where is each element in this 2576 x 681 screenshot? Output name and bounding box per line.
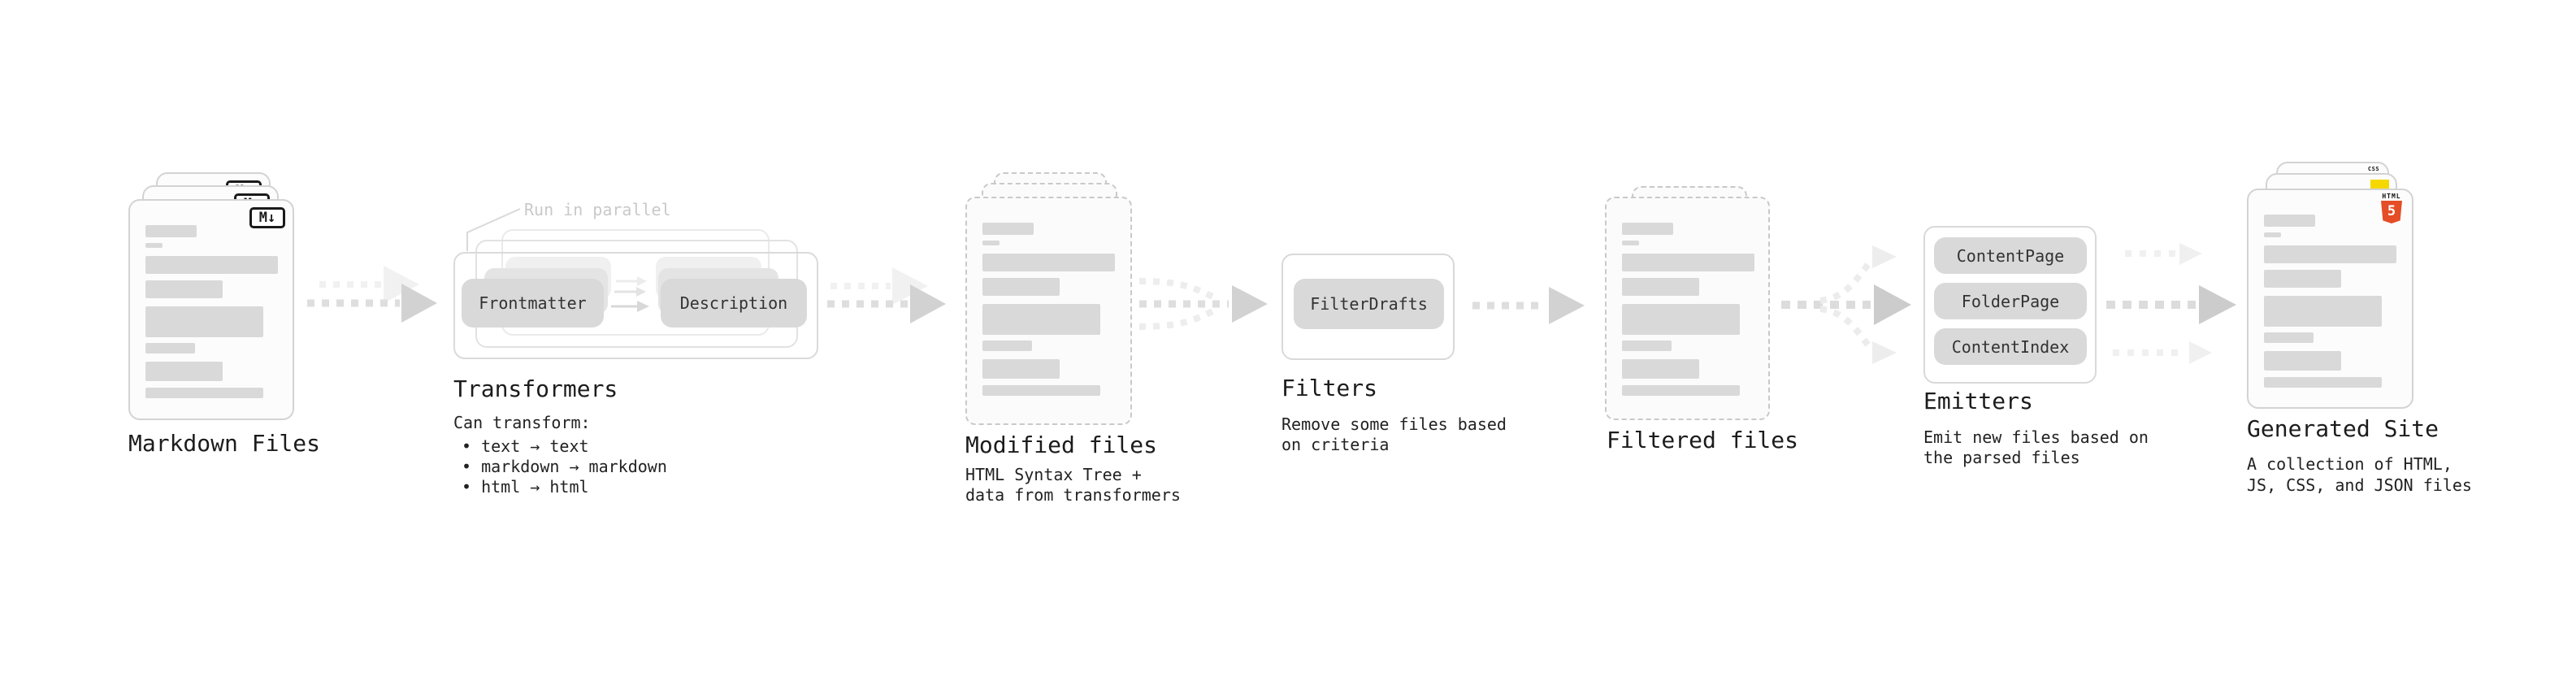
desc-bullet: • html → html <box>462 477 589 497</box>
placeholder-bar <box>1622 241 1639 245</box>
placeholder-bar <box>1622 304 1740 335</box>
placeholder-bar <box>982 359 1060 379</box>
stage-description: Emit new files based on the parsed files <box>1923 427 2149 468</box>
transformer-pill-arrows <box>611 276 649 312</box>
stage-description: A collection of HTML, JS, CSS, and JSON … <box>2247 453 2472 496</box>
placeholder-bar <box>982 254 1115 271</box>
desc-line: Remove some files based <box>1281 414 1507 434</box>
filter-pill-filterdrafts: FilterDrafts <box>1294 279 1444 329</box>
placeholder-bar <box>1622 254 1754 271</box>
placeholder-bar <box>1622 223 1673 235</box>
stage-description: HTML Syntax Tree + data from transformer… <box>965 465 1181 505</box>
placeholder-bar <box>2264 215 2315 227</box>
html5-icon-label: HTML <box>2382 193 2401 200</box>
file-icon: HTML 5 <box>2247 189 2413 409</box>
placeholder-bar <box>1622 340 1672 351</box>
arrow-filtered-to-emitters <box>1781 245 1911 364</box>
transformer-box-front <box>453 252 818 359</box>
desc-bullet: • markdown → markdown <box>462 457 667 476</box>
file-icon <box>1605 197 1770 420</box>
run-in-parallel-leader <box>466 208 521 251</box>
arrow-filters-to-filtered <box>1472 287 1585 324</box>
stage-description: Can transform: • text → text • markdown … <box>453 413 667 497</box>
arrow-markdown-to-transformers <box>307 266 437 323</box>
placeholder-bar <box>2264 332 2314 343</box>
placeholder-bar <box>982 385 1100 396</box>
arrow-emitters-to-generated <box>2106 243 2236 364</box>
arrow-transformers-to-modified <box>827 267 946 323</box>
stage-title: Emitters <box>1923 388 2033 414</box>
stage-title: Filters <box>1281 375 1378 401</box>
transformer-pill-description: Description <box>661 279 807 327</box>
stage-title: Generated Site <box>2247 415 2439 442</box>
emitter-pill-contentpage: ContentPage <box>1934 237 2087 274</box>
stage-description: Remove some files based on criteria <box>1281 414 1507 455</box>
desc-line: data from transformers <box>965 485 1181 505</box>
desc-line: on criteria <box>1281 435 1390 454</box>
desc-bullet: • text → text <box>462 436 589 456</box>
placeholder-bar <box>982 278 1060 296</box>
placeholder-bar <box>1622 278 1699 296</box>
stage-title: Transformers <box>453 375 618 402</box>
placeholder-bar <box>145 306 263 337</box>
desc-line: Can transform: <box>453 413 591 432</box>
css-icon-label: CSS <box>2367 166 2380 172</box>
placeholder-bar <box>1622 385 1740 396</box>
run-in-parallel-label: Run in parallel <box>524 200 671 219</box>
stage-title: Modified files <box>965 432 1158 458</box>
placeholder-bar <box>1622 359 1699 379</box>
placeholder-bar <box>982 304 1100 335</box>
emitter-pill-contentindex: ContentIndex <box>1934 328 2087 365</box>
html5-icon-shield: 5 <box>2381 201 2402 223</box>
desc-line: JS, CSS, and JSON files <box>2247 475 2472 495</box>
desc-line: HTML Syntax Tree + <box>965 465 1142 484</box>
placeholder-bar <box>2264 245 2396 263</box>
placeholder-bar <box>145 362 223 381</box>
placeholder-bar <box>2264 232 2281 237</box>
transformer-pill-frontmatter: Frontmatter <box>462 279 604 327</box>
file-icon <box>965 197 1132 425</box>
placeholder-bar <box>145 343 195 354</box>
placeholder-bar <box>145 256 278 274</box>
placeholder-bar <box>145 243 163 248</box>
placeholder-bar <box>982 223 1034 235</box>
file-icon: M↓ <box>128 199 294 420</box>
stage-title: Filtered files <box>1607 427 1799 453</box>
desc-line: Emit new files based on <box>1923 427 2149 447</box>
desc-line: A collection of HTML, <box>2247 454 2452 474</box>
placeholder-bar <box>982 340 1032 351</box>
emitter-pill-folderpage: FolderPage <box>1934 283 2087 319</box>
placeholder-bar <box>2264 270 2341 288</box>
placeholder-bar <box>145 280 223 298</box>
placeholder-bar <box>2264 296 2382 327</box>
placeholder-bar <box>2264 377 2382 388</box>
placeholder-bar <box>145 388 263 398</box>
placeholder-bar <box>982 241 1000 245</box>
stage-title: Markdown Files <box>128 430 321 457</box>
desc-line: the parsed files <box>1923 448 2080 467</box>
placeholder-bar <box>145 225 197 237</box>
placeholder-bar <box>2264 351 2341 371</box>
html5-icon: HTML 5 <box>2381 193 2402 223</box>
arrow-modified-to-filters <box>1138 278 1268 330</box>
markdown-icon: M↓ <box>249 207 285 228</box>
